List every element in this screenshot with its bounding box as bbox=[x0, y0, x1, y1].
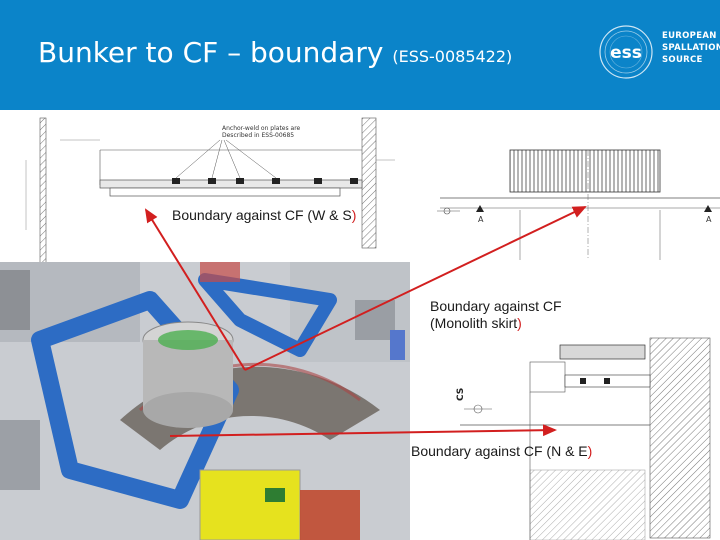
outer-wall-hatch bbox=[649, 337, 711, 539]
slide-header: Bunker to CF – boundary (ESS-0085422) es… bbox=[0, 0, 720, 110]
cs-mark: CS bbox=[456, 388, 466, 401]
skirt-plate bbox=[559, 344, 646, 360]
plate bbox=[109, 187, 341, 197]
callout-monolith-skirt: Boundary against CF (Monolith skirt) bbox=[430, 298, 562, 332]
slide-title-main: Bunker to CF – boundary bbox=[38, 36, 384, 69]
slide-title: Bunker to CF – boundary (ESS-0085422) bbox=[38, 36, 512, 69]
monolith-hatch bbox=[509, 149, 661, 193]
arrow-north-east bbox=[169, 424, 557, 437]
right-wall-hatch bbox=[361, 117, 377, 249]
engineering-figure: Anchor-weld on plates are Described in E… bbox=[0, 117, 720, 540]
ess-logo: ess bbox=[599, 25, 653, 79]
section-arrow-left bbox=[476, 205, 484, 212]
anchor-note-line1: Anchor-weld on plates are bbox=[222, 125, 301, 132]
section-mark-right: A bbox=[706, 215, 712, 224]
red-component bbox=[300, 490, 360, 540]
render-block bbox=[200, 262, 240, 282]
leader-lines bbox=[175, 139, 277, 179]
beam bbox=[99, 179, 363, 189]
callout-arrows bbox=[144, 206, 587, 437]
arrow-section-a bbox=[244, 206, 587, 371]
green-component bbox=[265, 488, 285, 502]
blue-wall-structure bbox=[31, 291, 239, 509]
anchor-note-line2: Described in ESS-00685 bbox=[222, 132, 294, 139]
callout-monolith-line1: Boundary against CF bbox=[430, 298, 562, 314]
ess-logo-mark: ess bbox=[610, 43, 642, 63]
render-block bbox=[0, 420, 40, 490]
anchors bbox=[580, 378, 610, 384]
bunker-3d-render bbox=[0, 262, 410, 540]
drawing-north-east: CS bbox=[455, 325, 720, 540]
callout-north-east-text: Boundary against CF (N & E bbox=[411, 443, 588, 459]
render-block bbox=[0, 270, 30, 330]
callout-west-south-text: Boundary against CF (W & S bbox=[172, 207, 352, 223]
drawing-west-south: Anchor-weld on plates are Described in E… bbox=[25, 117, 395, 264]
drawing-section-a: A A bbox=[415, 149, 720, 260]
callout-west-south: Boundary against CF (W & S) bbox=[172, 207, 356, 224]
slide-title-reference: (ESS-0085422) bbox=[392, 47, 513, 66]
monolith-core bbox=[158, 330, 218, 350]
foundation-hatch bbox=[529, 469, 646, 540]
section-arrow-right bbox=[704, 205, 712, 212]
logo-line-source: SOURCE bbox=[662, 55, 703, 65]
callout-north-east-paren: ) bbox=[587, 443, 593, 459]
render-block bbox=[390, 330, 405, 360]
render-block bbox=[355, 300, 395, 340]
yellow-steel-frame bbox=[199, 469, 301, 540]
monolith-cylinder-base bbox=[143, 392, 233, 428]
logo-line-spallation: SPALLATION bbox=[662, 43, 720, 53]
ess-logo-text: EUROPEAN SPALLATION SOURCE bbox=[662, 30, 720, 66]
arrow-west-south bbox=[144, 208, 246, 371]
anchor-plates bbox=[172, 178, 358, 184]
section-mark-left: A bbox=[478, 215, 484, 224]
callout-monolith-line2: (Monolith skirt bbox=[430, 315, 518, 331]
callout-north-east: Boundary against CF (N & E) bbox=[411, 443, 592, 460]
blue-wall-structure bbox=[198, 273, 337, 357]
logo-line-european: EUROPEAN bbox=[662, 31, 717, 41]
callout-west-south-paren: ) bbox=[351, 207, 357, 223]
left-wall-hatch bbox=[39, 117, 47, 264]
callout-monolith-paren: ) bbox=[517, 315, 522, 331]
